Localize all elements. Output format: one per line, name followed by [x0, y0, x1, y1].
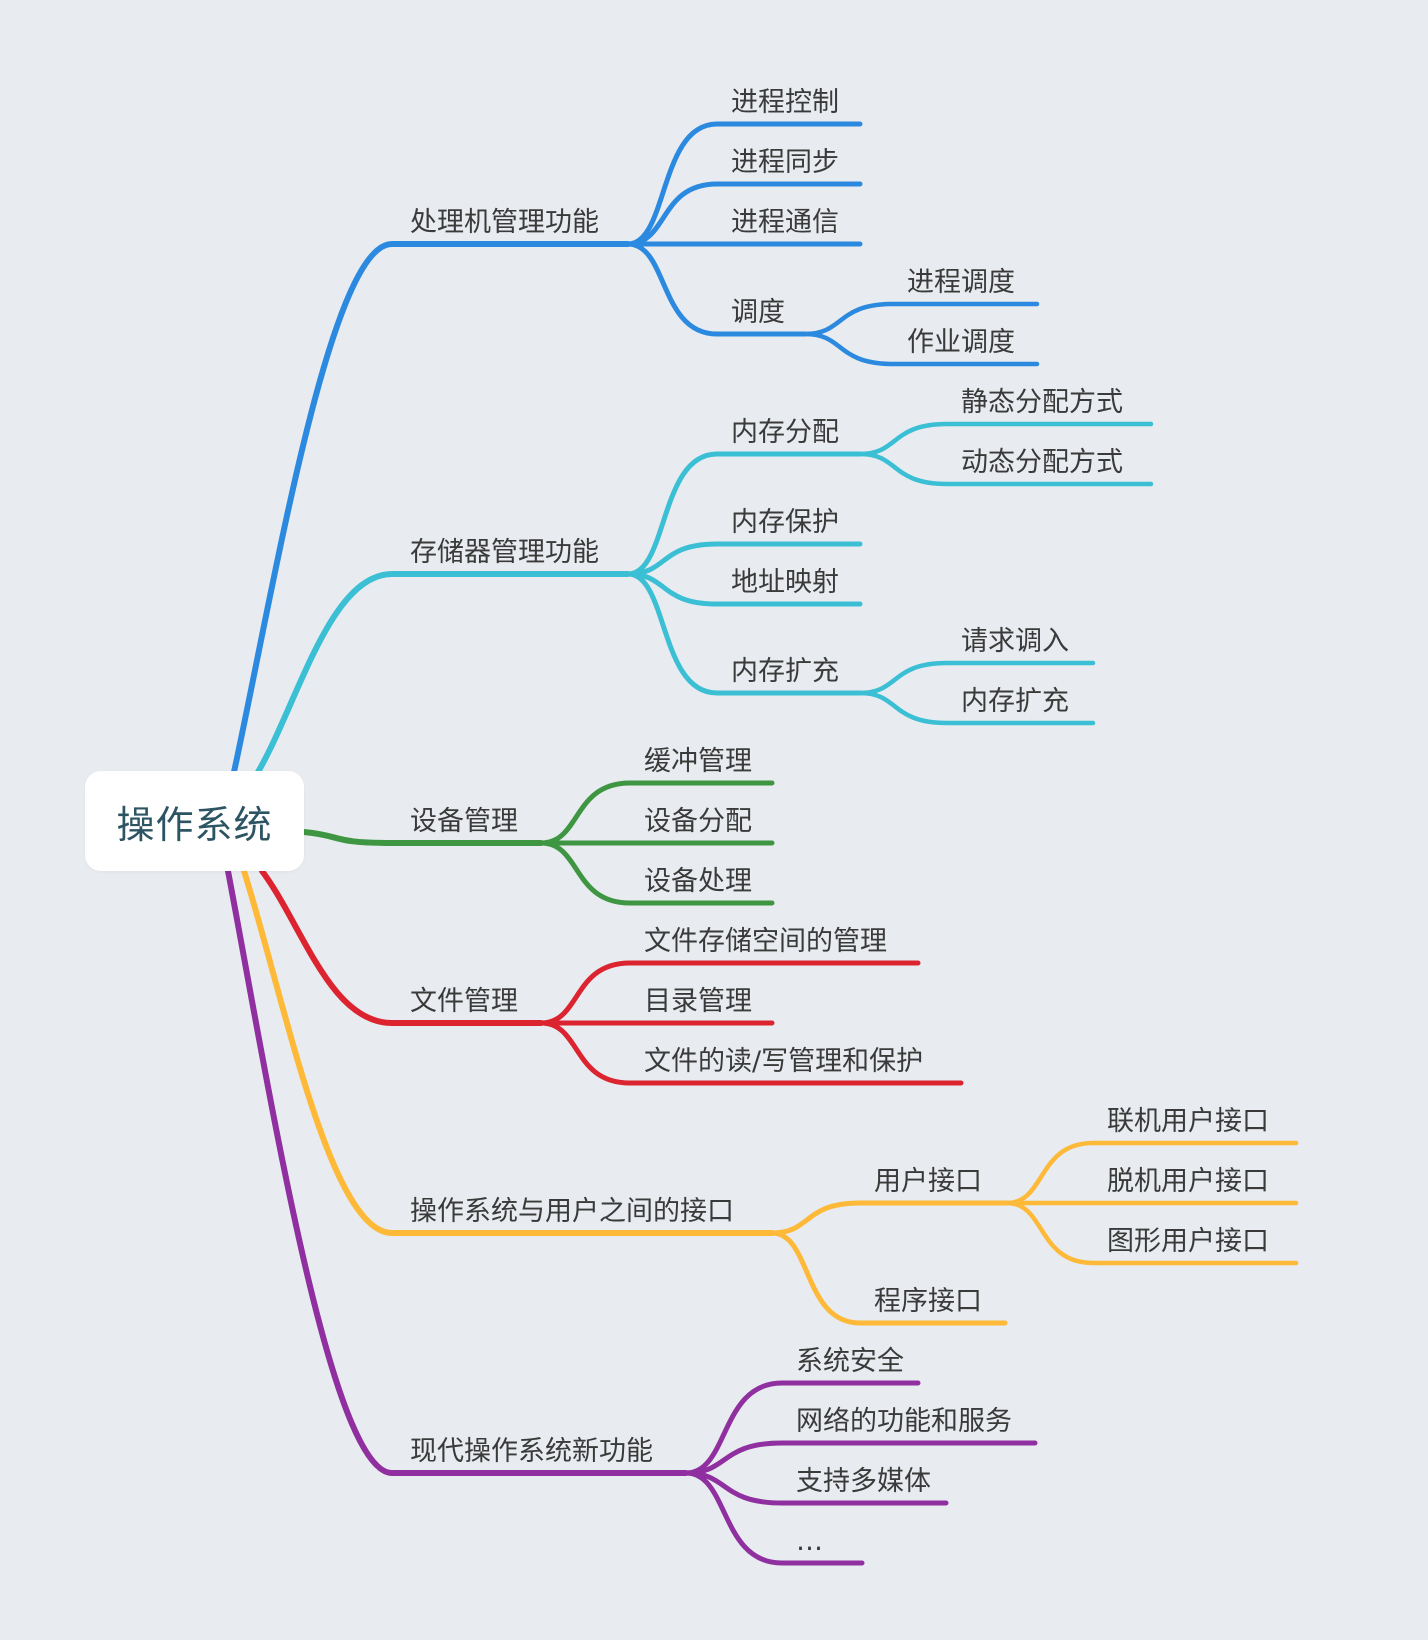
grandchild-label[interactable]: 请求调入	[961, 626, 1069, 657]
child-connector	[625, 181, 863, 247]
child-connector	[538, 780, 775, 846]
branch-label[interactable]: 设备管理	[410, 806, 518, 837]
grandchild-label[interactable]: 进程调度	[907, 267, 1015, 298]
branch-label[interactable]: 现代操作系统新功能	[410, 1436, 653, 1467]
child-label[interactable]: 文件的读/写管理和保护	[644, 1046, 923, 1077]
grandchild-label[interactable]: 静态分配方式	[961, 387, 1123, 418]
child-label[interactable]: 缓冲管理	[644, 746, 752, 777]
branch-connector	[241, 868, 775, 1236]
grandchild-label[interactable]: 作业调度	[907, 327, 1015, 358]
child-connector	[625, 451, 863, 577]
child-label[interactable]: 内存扩充	[731, 656, 839, 687]
child-label[interactable]: …	[796, 1526, 823, 1557]
child-connector	[538, 1020, 964, 1086]
child-connector	[625, 541, 863, 577]
child-label[interactable]: 用户接口	[874, 1166, 982, 1197]
branch-label[interactable]: 存储器管理功能	[410, 537, 599, 568]
branch-connector	[255, 571, 631, 775]
grandchild-connector	[802, 331, 1040, 367]
child-label[interactable]: 设备分配	[644, 806, 752, 837]
grandchild-label[interactable]: 图形用户接口	[1107, 1226, 1269, 1257]
grandchild-connector	[857, 660, 1096, 696]
child-label[interactable]: 调度	[731, 297, 785, 328]
branch-connector	[225, 868, 689, 1476]
child-connector	[625, 571, 863, 607]
child-label[interactable]: 地址映射	[731, 567, 839, 598]
child-connector	[538, 840, 775, 906]
child-connector	[683, 1440, 1038, 1476]
child-connector	[769, 1230, 1008, 1326]
root-node[interactable]: 操作系统	[85, 771, 304, 871]
child-connector	[769, 1200, 1010, 1236]
child-label[interactable]: 系统安全	[796, 1346, 904, 1377]
branch-connector	[301, 829, 544, 846]
child-label[interactable]: 文件存储空间的管理	[644, 926, 887, 957]
child-label[interactable]: 内存保护	[731, 507, 839, 538]
child-label[interactable]: 目录管理	[644, 986, 752, 1017]
child-connector	[625, 241, 808, 337]
child-label[interactable]: 内存分配	[731, 417, 839, 448]
child-connector	[683, 1470, 865, 1566]
child-connector	[625, 121, 863, 247]
grandchild-label[interactable]: 动态分配方式	[961, 447, 1123, 478]
branch-connector	[259, 868, 544, 1026]
child-label[interactable]: 支持多媒体	[796, 1466, 931, 1497]
child-label[interactable]: 进程通信	[731, 207, 839, 238]
child-label[interactable]: 进程同步	[731, 147, 839, 178]
grandchild-label[interactable]: 联机用户接口	[1107, 1106, 1269, 1137]
grandchild-label[interactable]: 脱机用户接口	[1107, 1166, 1269, 1197]
child-label[interactable]: 设备处理	[644, 866, 752, 897]
child-label[interactable]: 进程控制	[731, 87, 839, 118]
child-connector	[625, 571, 863, 696]
child-connector	[538, 960, 921, 1026]
branch-label[interactable]: 操作系统与用户之间的接口	[410, 1196, 734, 1227]
branch-label[interactable]: 文件管理	[410, 986, 518, 1017]
grandchild-connector	[1004, 1140, 1299, 1206]
branch-connector	[231, 241, 631, 775]
child-connector	[683, 1380, 921, 1476]
grandchild-connector	[1004, 1200, 1299, 1266]
grandchild-label[interactable]: 内存扩充	[961, 686, 1069, 717]
grandchild-connector	[857, 690, 1096, 726]
grandchild-connector	[857, 421, 1154, 457]
grandchild-connector	[802, 301, 1040, 337]
branch-label[interactable]: 处理机管理功能	[410, 207, 599, 238]
grandchild-connector	[857, 451, 1154, 487]
child-label[interactable]: 网络的功能和服务	[796, 1406, 1012, 1437]
child-label[interactable]: 程序接口	[874, 1286, 982, 1317]
